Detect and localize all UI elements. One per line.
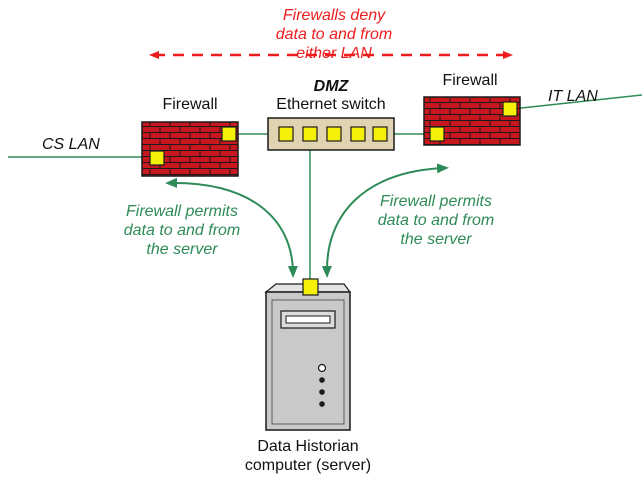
permit-note-line: Firewall permits bbox=[379, 193, 492, 210]
firewall-left-label: Firewall bbox=[162, 96, 218, 113]
drive-slot bbox=[285, 315, 331, 324]
firewall-left-port-lan bbox=[149, 150, 165, 166]
permit-arrow-right bbox=[321, 163, 449, 278]
permit-note-right: Firewall permits data to and from the se… bbox=[346, 192, 526, 249]
status-led bbox=[319, 377, 325, 383]
switch-port bbox=[302, 126, 318, 142]
deny-note-line: either LAN bbox=[296, 45, 372, 62]
server-label: Data Historian computer (server) bbox=[218, 437, 398, 475]
deny-note-line: Firewalls deny bbox=[282, 7, 386, 24]
permit-note-line: the server bbox=[146, 241, 218, 258]
it-lan-line bbox=[511, 94, 642, 110]
permit-note-line: data to and from bbox=[123, 222, 241, 239]
ethernet-switch bbox=[267, 117, 395, 151]
it-lan-label: IT LAN bbox=[548, 88, 598, 105]
firewall-right-port-lan bbox=[502, 101, 518, 117]
server-label-line: Data Historian bbox=[257, 438, 359, 455]
switch-port bbox=[278, 126, 294, 142]
server-computer bbox=[264, 278, 352, 431]
permit-note-line: data to and from bbox=[377, 212, 495, 229]
firewall-right bbox=[423, 96, 521, 146]
status-led bbox=[319, 389, 325, 395]
switch-port bbox=[350, 126, 366, 142]
server-label-line: computer (server) bbox=[244, 457, 372, 474]
firewall-right-port-switch bbox=[429, 126, 445, 142]
firewall-left-port-switch bbox=[221, 126, 237, 142]
permit-note-line: Firewall permits bbox=[125, 203, 238, 220]
switch-port bbox=[326, 126, 342, 142]
permit-note-line: the server bbox=[400, 231, 472, 248]
permit-note-left: Firewall permits data to and from the se… bbox=[92, 202, 272, 259]
deny-note-line: data to and from bbox=[275, 26, 393, 43]
deny-note: Firewalls deny data to and from either L… bbox=[252, 6, 416, 63]
power-button bbox=[317, 363, 327, 373]
firewall-right-label: Firewall bbox=[442, 72, 498, 89]
firewall-left bbox=[141, 121, 239, 177]
status-led bbox=[319, 401, 325, 407]
switch-label: Ethernet switch bbox=[276, 96, 386, 113]
server-network-port bbox=[302, 278, 319, 296]
permit-arrow-left bbox=[165, 177, 298, 278]
cs-lan-label: CS LAN bbox=[42, 136, 100, 153]
switch-port bbox=[372, 126, 388, 142]
dmz-label: DMZ bbox=[313, 78, 349, 95]
